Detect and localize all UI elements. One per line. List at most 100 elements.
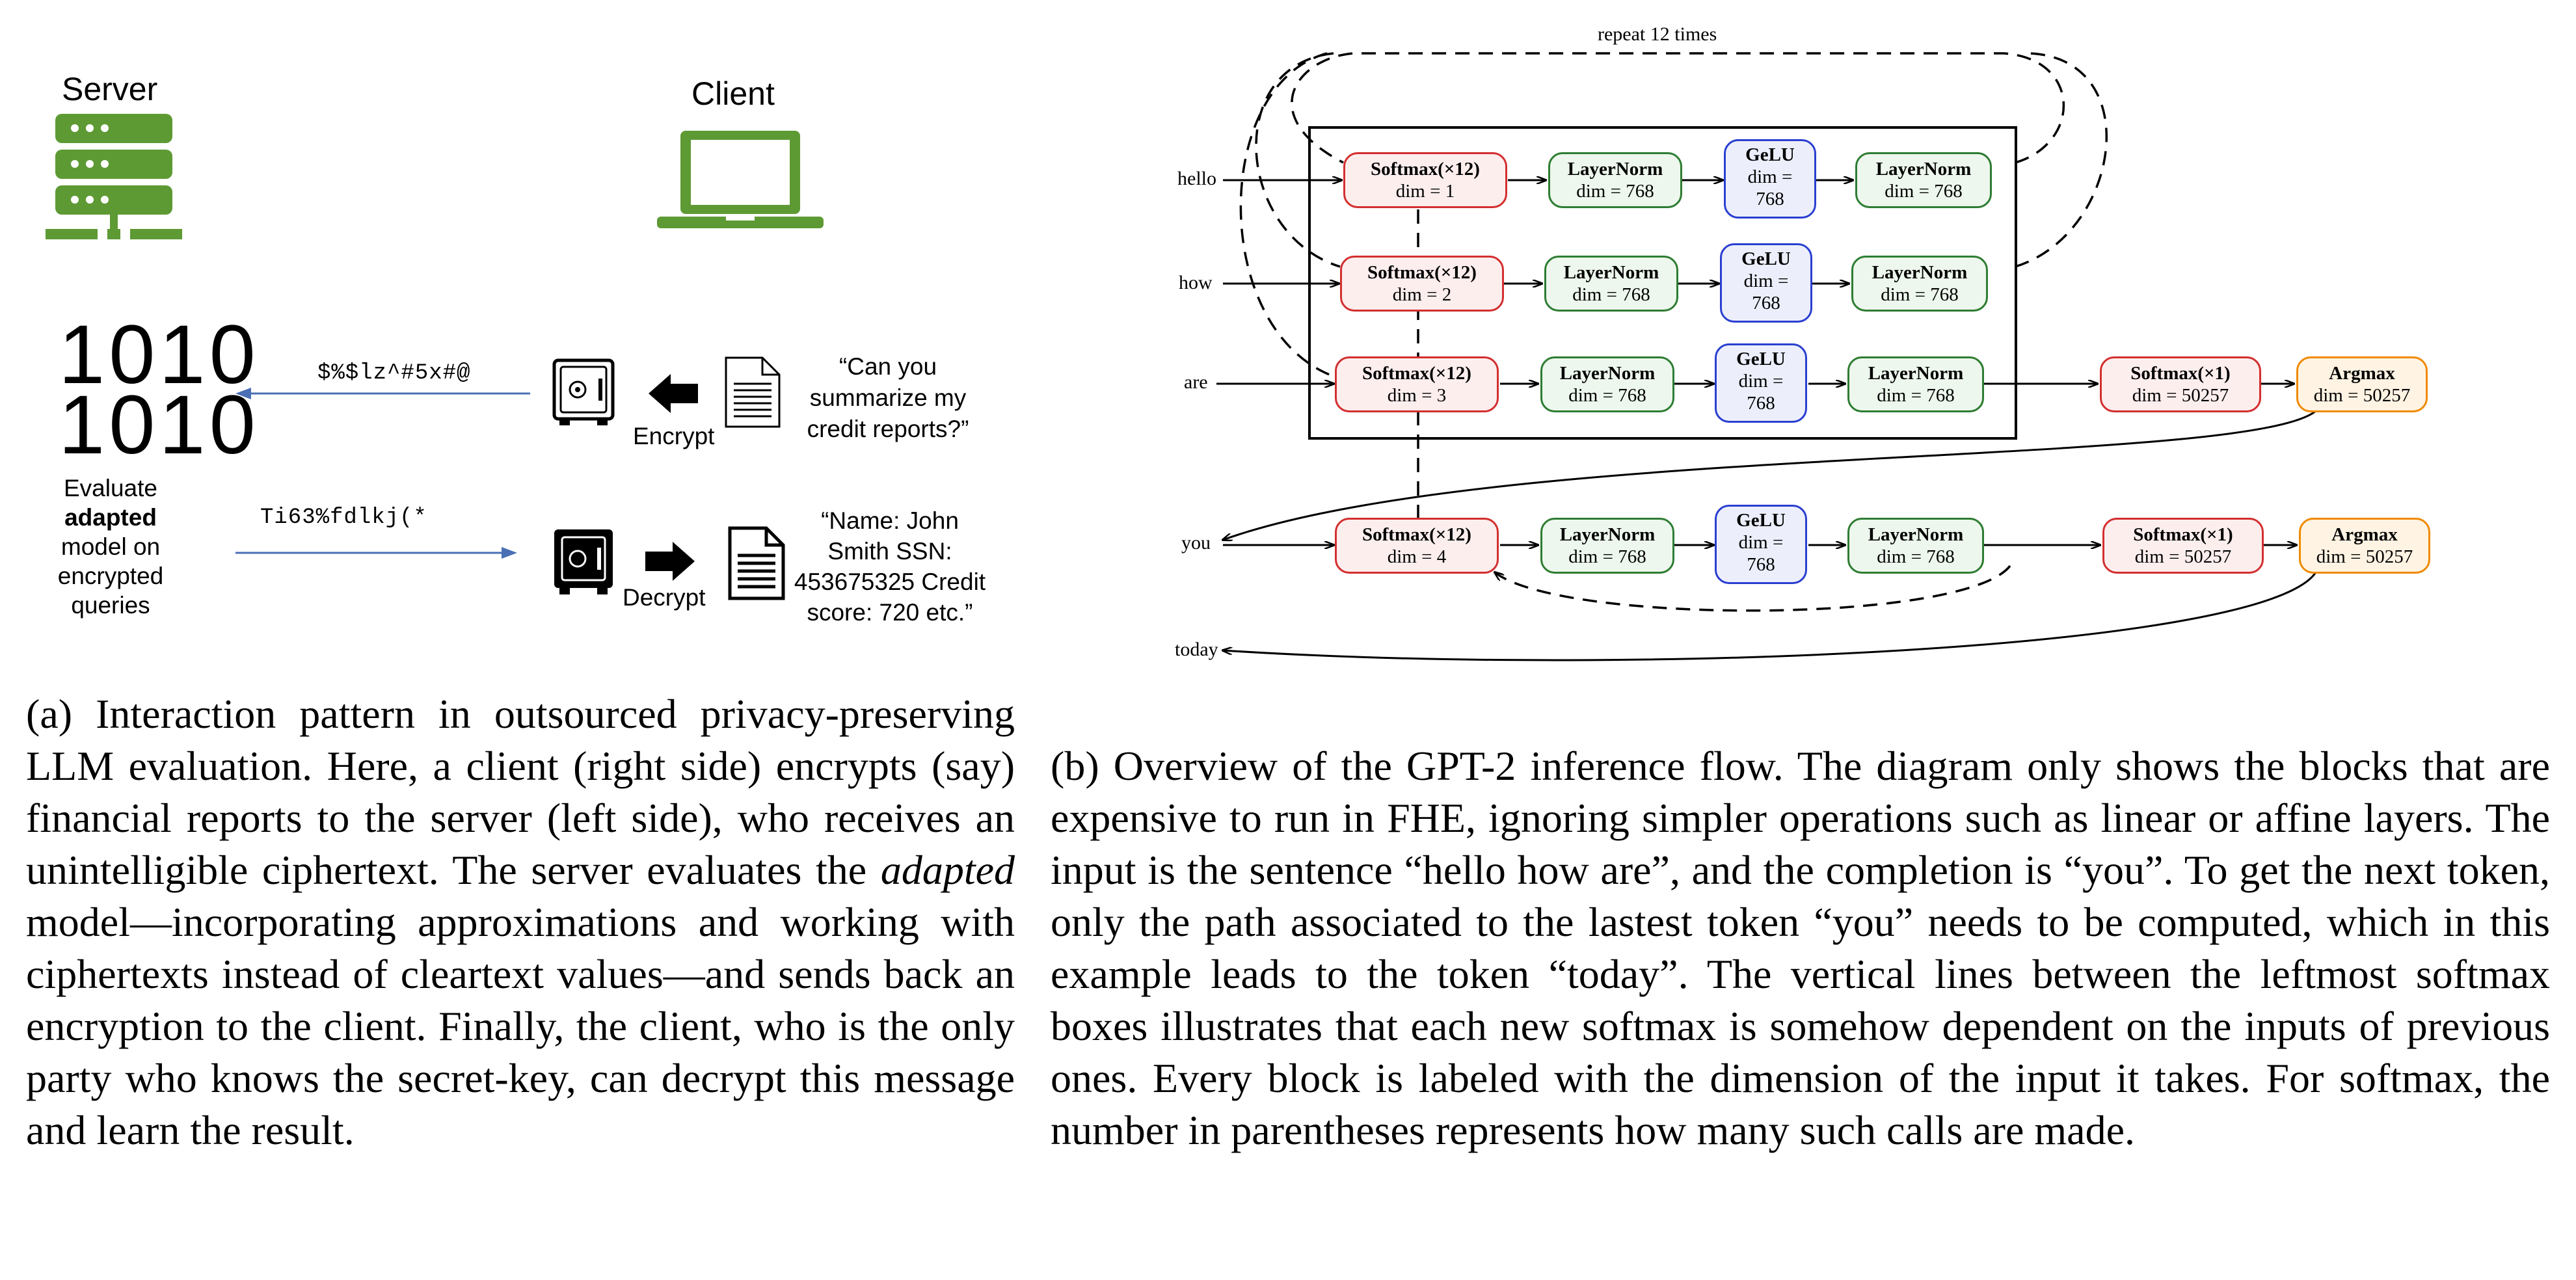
block-dim: dim = — [1743, 271, 1789, 291]
block-title: Argmax — [2329, 363, 2395, 384]
block-dim: dim = 50257 — [2313, 385, 2411, 406]
block-title: GeLU — [1736, 510, 1786, 531]
token-hello: hello — [1177, 168, 1216, 189]
caption-b: (b) Overview of the GPT-2 inference flow… — [1051, 743, 2550, 1153]
token-how: how — [1179, 272, 1213, 293]
block-title: LayerNorm — [1875, 159, 1972, 180]
layernorm-block: LayerNorm dim = 768 — [1540, 518, 1674, 574]
block-title: GeLU — [1745, 144, 1795, 165]
block-title: Softmax(×12) — [1362, 363, 1471, 384]
block-title: LayerNorm — [1868, 524, 1964, 545]
block-dim: dim = 50257 — [2316, 546, 2413, 567]
layernorm-block: LayerNorm dim = 768 — [1540, 356, 1674, 412]
decrypt-label: Decrypt — [623, 584, 706, 611]
softmax-block: Softmax(×12) dim = 2 — [1340, 256, 1504, 312]
binary-ciphertext: 1010 1010 — [59, 308, 260, 472]
block-dim: dim = 4 — [1387, 546, 1447, 567]
caption-a-prefix: (a) Interaction pattern in outsourced pr… — [26, 691, 1015, 893]
gelu-block: GeLU dim = 768 — [1715, 343, 1807, 423]
safe-closed-icon — [554, 529, 613, 594]
repeat-label: repeat 12 times — [1598, 23, 1717, 45]
document-filled-icon — [728, 526, 785, 600]
block-title: LayerNorm — [1559, 524, 1656, 545]
evaluate-pre: Evaluate — [64, 475, 157, 501]
block-title: LayerNorm — [1567, 159, 1663, 180]
token-you: you — [1181, 532, 1211, 553]
caption-a-italic: adapted — [880, 847, 1015, 893]
gelu-block: GeLU dim = 768 — [1715, 505, 1807, 584]
softmax-block: Softmax(×12) dim = 4 — [1335, 518, 1499, 574]
laptop-icon — [657, 131, 824, 228]
block-dim: dim = 50257 — [2134, 546, 2232, 567]
block-dim-value: 768 — [1752, 293, 1780, 313]
evaluate-post: model on encrypted queries — [57, 533, 164, 619]
token-are: are — [1184, 371, 1208, 393]
binary-line: 1010 — [59, 379, 260, 472]
layernorm-block: LayerNorm dim = 768 — [1548, 152, 1682, 208]
block-dim: dim = 768 — [1576, 181, 1654, 202]
result-text: “Name: John Smith SSN: 453675325 Credit … — [794, 507, 986, 626]
arrow-left-icon — [649, 374, 698, 413]
caption-a: (a) Interaction pattern in outsourced pr… — [26, 688, 1015, 1156]
ciphertext-arrows — [235, 388, 530, 559]
server-icon — [46, 114, 182, 239]
block-title: GeLU — [1741, 248, 1791, 269]
layernorm-block: LayerNorm dim = 768 — [1847, 356, 1984, 412]
output-softmax-block: Softmax(×1) dim = 50257 — [2102, 518, 2264, 574]
argmax-block: Argmax dim = 50257 — [2299, 518, 2430, 574]
block-title: Argmax — [2331, 524, 2398, 545]
ciphertext-out: $%$lz^#5x#@ — [317, 361, 471, 386]
safe-open-icon — [552, 358, 615, 425]
block-title: LayerNorm — [1563, 262, 1659, 283]
evaluate-bold: adapted — [64, 504, 157, 531]
block-dim: dim = 768 — [1877, 385, 1955, 406]
block-dim: dim = 1 — [1395, 181, 1455, 202]
block-title: LayerNorm — [1559, 363, 1656, 384]
gpt2-flow-lines — [1216, 52, 2317, 661]
block-dim: dim = — [1738, 532, 1784, 553]
block-dim-value: 768 — [1747, 393, 1775, 414]
block-title: Softmax(×12) — [1367, 262, 1477, 283]
evaluate-label: Evaluate adapted model on encrypted quer… — [33, 473, 189, 620]
arrow-head-right — [502, 547, 517, 559]
argmax-block: Argmax dim = 50257 — [2296, 356, 2428, 412]
gelu-block: GeLU dim = 768 — [1720, 243, 1812, 323]
output-softmax-block: Softmax(×1) dim = 50257 — [2100, 356, 2261, 412]
layernorm-block: LayerNorm dim = 768 — [1851, 256, 1988, 312]
softmax-block: Softmax(×12) dim = 1 — [1343, 152, 1507, 208]
block-title: Softmax(×12) — [1371, 159, 1480, 180]
gelu-block: GeLU dim = 768 — [1724, 139, 1816, 219]
client-title: Client — [691, 75, 775, 112]
server-title: Server — [62, 71, 158, 107]
block-dim: dim = 3 — [1387, 385, 1447, 406]
arrow-right-icon — [645, 542, 695, 581]
block-dim-value: 768 — [1747, 554, 1775, 575]
ciphertext-in: Ti63%fdlkj(* — [260, 505, 427, 530]
block-dim: dim = — [1738, 371, 1784, 392]
softmax-block: Softmax(×12) dim = 3 — [1335, 356, 1499, 412]
arrow-head-left — [235, 388, 251, 399]
layernorm-block: LayerNorm dim = 768 — [1855, 152, 1992, 208]
block-dim: dim = 768 — [1877, 546, 1955, 567]
block-dim-value: 768 — [1756, 189, 1784, 209]
block-dim: dim = 768 — [1568, 546, 1646, 567]
block-title: Softmax(×12) — [1362, 524, 1471, 545]
block-dim: dim = 768 — [1881, 284, 1959, 305]
block-dim: dim = 2 — [1392, 284, 1452, 305]
block-dim: dim = 50257 — [2132, 385, 2229, 406]
caption-a-suffix: model—incorporating approximations and w… — [26, 899, 1015, 1153]
block-title: Softmax(×1) — [2133, 524, 2233, 545]
query-text: “Can you summarize my credit reports?” — [807, 353, 969, 442]
block-title: LayerNorm — [1868, 363, 1964, 384]
layernorm-block: LayerNorm dim = 768 — [1544, 256, 1678, 312]
block-dim: dim = 768 — [1572, 284, 1650, 305]
document-icon — [725, 356, 781, 428]
block-dim: dim = 768 — [1885, 181, 1963, 202]
binary-line: 1010 — [59, 308, 260, 401]
encrypt-label: Encrypt — [633, 423, 715, 449]
block-title: Softmax(×1) — [2130, 363, 2231, 384]
block-title: GeLU — [1736, 349, 1786, 369]
block-title: LayerNorm — [1872, 262, 1968, 283]
token-today: today — [1175, 639, 1218, 660]
layernorm-block: LayerNorm dim = 768 — [1847, 518, 1984, 574]
